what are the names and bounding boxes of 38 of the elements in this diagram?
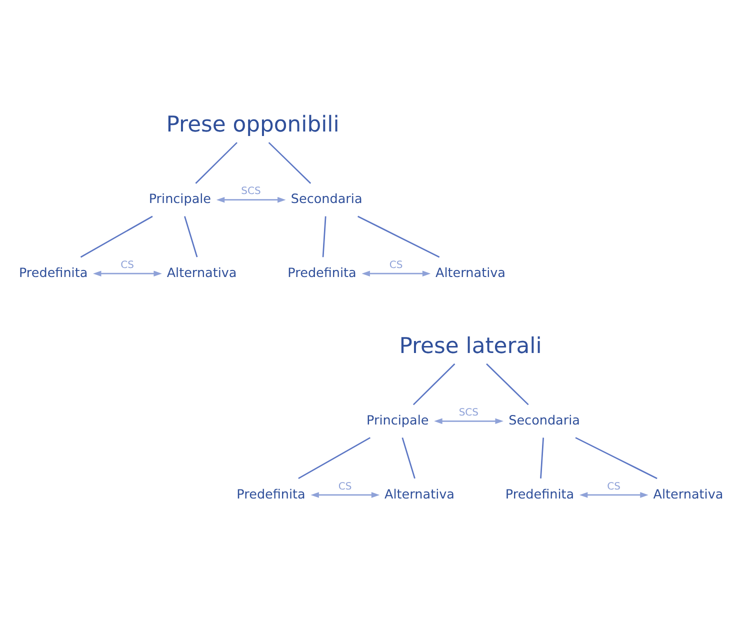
arrow	[216, 196, 286, 203]
arrow	[93, 270, 162, 276]
connector	[575, 437, 658, 480]
node-text: Prese laterali	[399, 334, 542, 360]
edge-label: CS	[338, 481, 352, 492]
edge-label: CS	[120, 260, 134, 271]
connector	[486, 363, 529, 406]
node-text: Predefinita	[236, 487, 306, 502]
connector	[322, 216, 326, 258]
connector	[298, 437, 370, 480]
node-text: Alternativa	[166, 266, 237, 281]
node-text: Predefinita	[18, 266, 88, 281]
edge-label: CS	[607, 481, 620, 492]
node-text: Principale	[148, 192, 212, 208]
edge-label: CS	[389, 260, 403, 271]
connector	[195, 142, 238, 184]
connector	[358, 216, 440, 258]
node-text: Prese opponibili	[166, 112, 340, 138]
node-text: Secondaria	[508, 414, 580, 429]
connector	[184, 216, 198, 258]
arrow	[362, 270, 431, 276]
node-text: Predefinita	[288, 266, 356, 281]
connector	[540, 438, 544, 478]
node-text: Secondaria	[290, 192, 362, 208]
node-text: Alternativa	[436, 266, 506, 281]
connector	[402, 438, 416, 479]
connector	[412, 363, 456, 406]
node-text: Alternativa	[384, 487, 454, 502]
arrow	[434, 418, 504, 424]
connector	[80, 216, 153, 258]
edge-label: SCS	[458, 408, 479, 419]
edge-label: SCS	[241, 186, 261, 198]
node-text: Principale	[366, 414, 429, 429]
node-text: Alternativa	[653, 487, 724, 502]
arrow	[579, 492, 648, 498]
connector	[268, 142, 312, 184]
node-text: Predefinita	[505, 487, 574, 502]
arrow	[310, 492, 380, 498]
